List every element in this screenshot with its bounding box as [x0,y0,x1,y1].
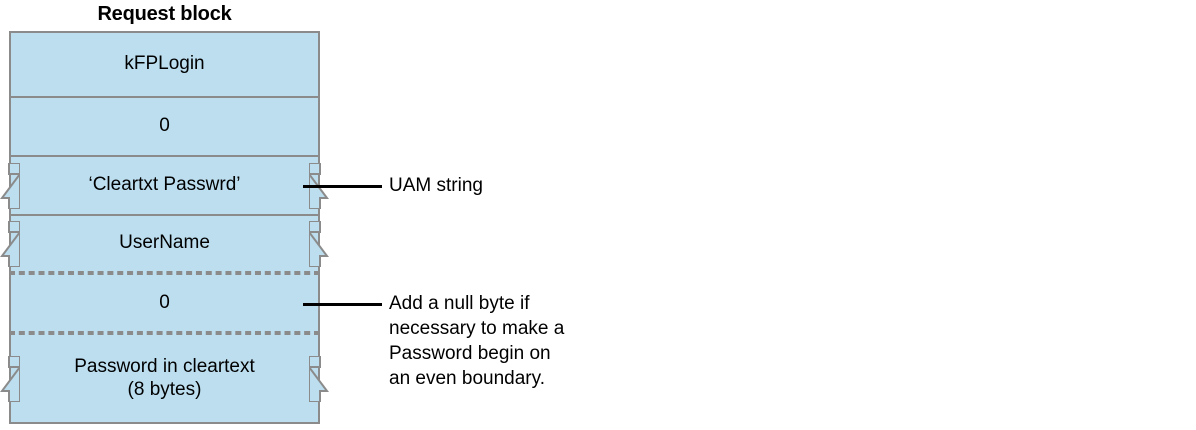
field-row-password: Password in cleartext (8 bytes) [0,333,329,424]
field-label: ‘Cleartxt Passwrd’ [88,174,241,196]
request-block-left: Request block kFPLogin 0 ‘Cleartxt Passw… [0,3,565,424]
field-row-uam-string: ‘Cleartxt Passwrd’ [0,155,329,214]
torn-edge-icon [0,219,22,268]
torn-edge-icon [307,354,329,403]
callout-uam-string: UAM string [389,175,483,196]
page-title-left: Request block [97,3,232,25]
field-label: Password in cleartext (8 bytes) [74,356,255,400]
callout-leader-line-uam [303,185,382,188]
request-block-right: Request block kFPLogin 0 ‘Cleartxt Passw… [688,0,1196,430]
field-row-kfplogin: kFPLogin [9,31,320,96]
field-stack-left: kFPLogin 0 ‘Cleartxt Passwrd’ [0,31,329,424]
field-label: kFPLogin [124,53,205,75]
field-row-username: UserName [0,214,329,273]
field-row-zero-flags: 0 [9,96,320,155]
field-label: 0 [159,115,170,137]
callout-leader-line-null-byte [303,303,382,306]
callout-null-byte-note: Add a null byte if necessary to make a P… [389,293,565,389]
torn-edge-icon [0,354,22,403]
field-label: UserName [119,232,210,254]
field-row-null-pad: 0 [9,273,320,333]
torn-edge-icon [307,219,329,268]
torn-edge-icon [0,161,22,210]
field-label: 0 [159,291,170,313]
